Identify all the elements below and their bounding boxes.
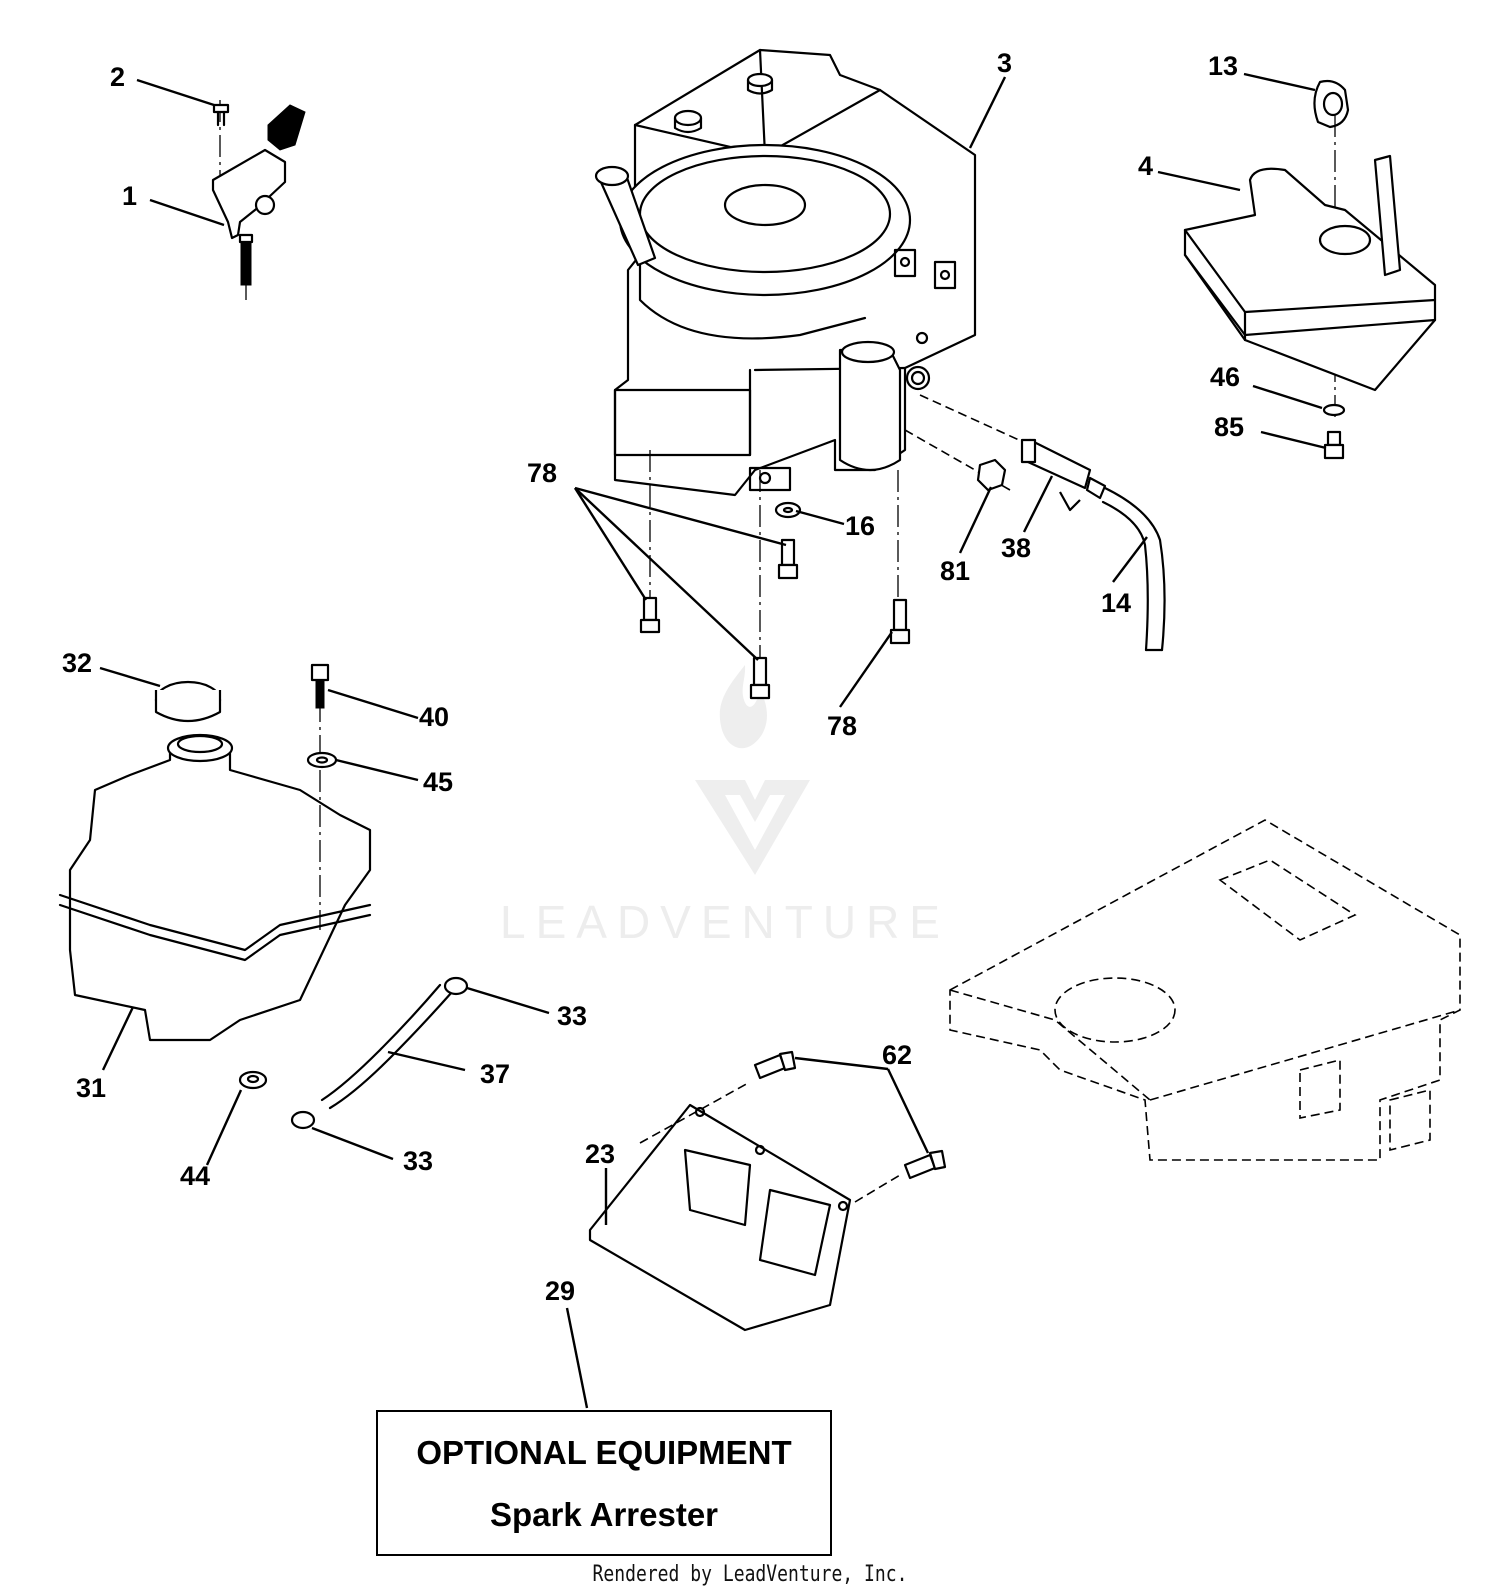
callout-4: 4 <box>1138 151 1153 181</box>
callout-37: 37 <box>480 1059 510 1089</box>
part-lock-washer-16 <box>774 501 802 519</box>
optional-equipment-title: OPTIONAL EQUIPMENT <box>416 1434 792 1471</box>
part-fuel-tank <box>58 663 372 1042</box>
callout-40: 44 <box>180 1161 210 1191</box>
callout-1: 1 <box>122 181 137 211</box>
callout-85: 85 <box>1214 412 1244 442</box>
callout-45: 62 <box>882 1040 912 1070</box>
frame-outline <box>949 819 1461 1161</box>
leadventure-watermark: LEADVENTURE <box>500 665 950 948</box>
callout-78-single: 78 <box>827 711 857 741</box>
callout-62: 46 <box>1210 362 1240 392</box>
callout-2: 2 <box>110 62 125 92</box>
watermark-text: LEADVENTURE <box>500 896 950 948</box>
callout-33-top: 33 <box>557 1001 587 1031</box>
part-bolts-78 <box>639 538 911 700</box>
callout-31: 31 <box>76 1073 106 1103</box>
callout-81: 81 <box>940 556 970 586</box>
callout-14: 14 <box>1101 588 1131 618</box>
render-credit: Rendered by LeadVenture, Inc. <box>592 1562 908 1587</box>
callout-13: 13 <box>1208 51 1238 81</box>
part-heat-shield <box>588 1050 947 1332</box>
part-fuel-fittings <box>976 438 1166 652</box>
callout-16: 16 <box>845 511 875 541</box>
callout-leaders <box>99 72 1327 1409</box>
callout-32: 32 <box>62 648 92 678</box>
callout-46: 45 <box>423 767 453 797</box>
part-muffler <box>1183 79 1437 460</box>
v-logo-icon <box>695 780 810 875</box>
spark-arrester-label: Spark Arrester <box>489 1496 719 1533</box>
part-fuel-hose <box>238 976 469 1130</box>
callout-3: 3 <box>997 48 1012 78</box>
optional-equipment-box: OPTIONAL EQUIPMENT Spark Arrester <box>376 1410 832 1556</box>
callout-labels: 2 1 3 13 4 46 85 78 16 81 38 14 78 32 40… <box>62 48 1244 1306</box>
callout-38: 38 <box>1001 533 1031 563</box>
callout-23: 23 <box>585 1139 615 1169</box>
part-engine <box>594 48 1031 660</box>
callout-44: 40 <box>419 702 449 732</box>
part-throttle-control <box>211 100 306 300</box>
callout-33-bottom: 33 <box>403 1146 433 1176</box>
callout-78-group: 78 <box>527 458 557 488</box>
flame-logo-icon <box>719 665 767 749</box>
callout-29: 29 <box>545 1276 575 1306</box>
